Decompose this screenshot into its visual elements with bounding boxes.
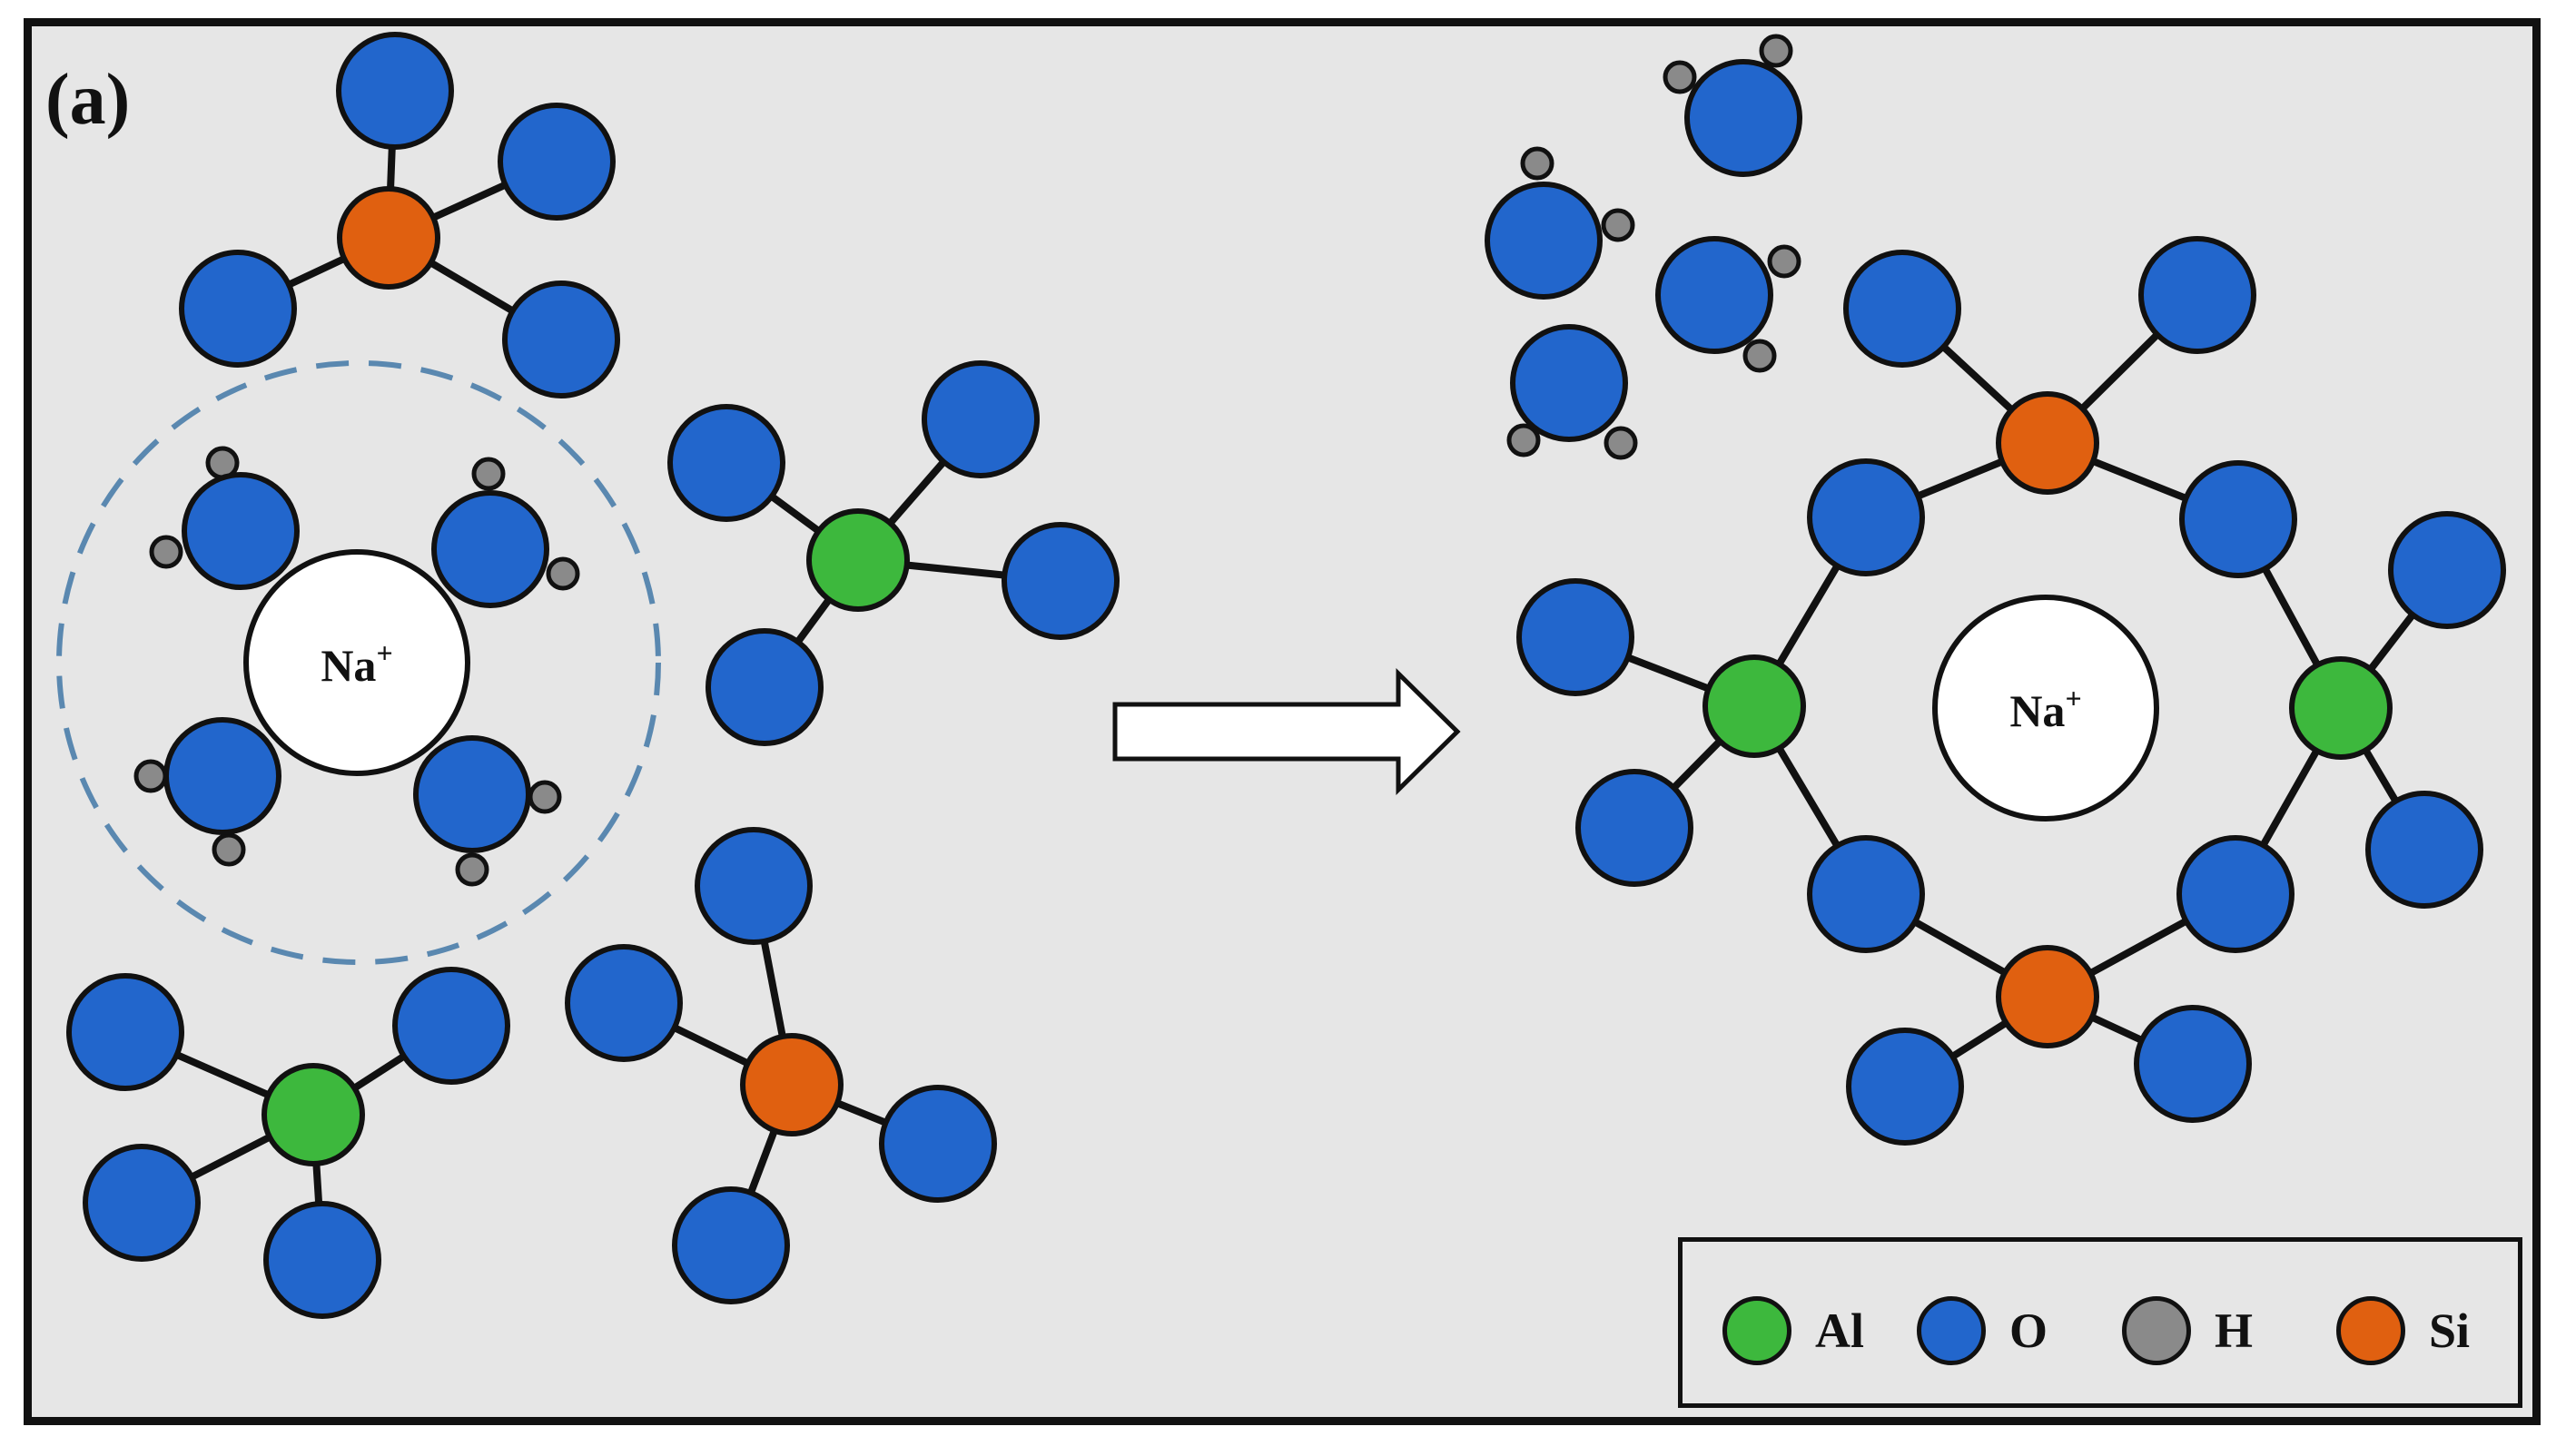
al-atom-ring-left bbox=[1702, 654, 1806, 758]
legend-label-h: H bbox=[2215, 1304, 2254, 1358]
al-atom-bottom-left bbox=[262, 1063, 365, 1166]
si-atom-ring-top bbox=[1996, 391, 2099, 495]
reaction-arrow bbox=[1112, 668, 1461, 795]
sodium-ion-left-label: Na+ bbox=[321, 636, 392, 691]
h-swatch-icon bbox=[2122, 1296, 2191, 1365]
si-atom-top-left bbox=[337, 186, 440, 290]
si-swatch-icon bbox=[2336, 1296, 2405, 1365]
legend-label-al: Al bbox=[1815, 1304, 1864, 1358]
sodium-ion-left bbox=[243, 549, 470, 776]
oxygen-atoms-left bbox=[66, 32, 1120, 1319]
legend: Al O H Si bbox=[1678, 1237, 2522, 1408]
si-atom-ring-bottom bbox=[1996, 945, 2099, 1048]
al-atom-ring-right bbox=[2289, 656, 2393, 760]
o-swatch-icon bbox=[1917, 1296, 1986, 1365]
sodium-ion-right-label: Na+ bbox=[2009, 682, 2081, 736]
sodium-ion-right bbox=[1932, 595, 2159, 821]
oxygen-atoms-right bbox=[1485, 59, 2506, 1146]
panel-label: (a) bbox=[45, 60, 131, 140]
si-atom-bottom-middle bbox=[740, 1033, 844, 1136]
water-hydrogens-right bbox=[1506, 34, 1801, 460]
legend-label-o: O bbox=[2009, 1304, 2048, 1358]
water-hydrogens-left bbox=[133, 446, 580, 887]
al-atom-middle bbox=[806, 508, 910, 612]
al-swatch-icon bbox=[1722, 1296, 1791, 1365]
hydration-shell-dashed-circle bbox=[56, 360, 661, 965]
legend-label-si: Si bbox=[2429, 1304, 2471, 1358]
